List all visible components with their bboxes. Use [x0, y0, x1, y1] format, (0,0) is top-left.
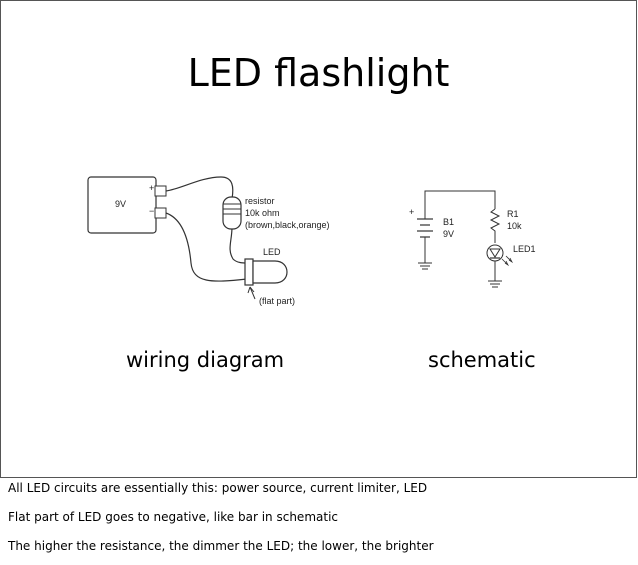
battery-terminal-plus — [154, 185, 167, 197]
resistor-label: resistor — [245, 196, 275, 206]
flat-pointer-arrowhead — [247, 286, 255, 294]
battery-minus-label: − — [149, 206, 154, 216]
led-triangle — [489, 248, 501, 258]
wire-positive — [165, 176, 234, 200]
schematic-diagram: + B1 9V R1 10k LED1 — [409, 190, 536, 288]
wire-top — [424, 190, 496, 219]
resistor-colors: (brown,black,orange) — [245, 220, 330, 230]
battery-terminal-minus — [154, 207, 167, 219]
note-line: Flat part of LED goes to negative, like … — [8, 510, 338, 524]
diagrams: 9V + − resistor 10k ohm (brown,black,ora… — [87, 176, 536, 306]
led-rim — [244, 258, 254, 286]
led-ref: LED1 — [513, 244, 536, 254]
battery-label: 9V — [115, 199, 126, 209]
battery-plus-label: + — [149, 183, 154, 193]
battery-ref: B1 — [443, 217, 454, 227]
wire-negative — [165, 212, 248, 282]
battery-body — [87, 176, 157, 234]
note-line: All LED circuits are essentially this: p… — [8, 481, 428, 495]
flat-pointer — [249, 286, 256, 300]
battery-value: 9V — [443, 229, 454, 239]
resistor-ref: R1 — [507, 209, 519, 219]
wire-resistor-led — [229, 226, 248, 264]
wiring-diagram: 9V + − resistor 10k ohm (brown,black,ora… — [87, 176, 330, 306]
led-body — [252, 260, 288, 284]
led-emission-arrows — [501, 255, 514, 267]
resistor-body — [222, 196, 242, 230]
resistor-value: 10k ohm — [245, 208, 280, 218]
resistor-symbol — [489, 208, 501, 243]
caption-schematic: schematic — [428, 348, 536, 372]
resistor-value: 10k — [507, 221, 522, 231]
led-label: LED — [263, 247, 281, 257]
slide-title: LED flashlight — [187, 51, 450, 95]
note-line: The higher the resistance, the dimmer th… — [8, 539, 434, 553]
caption-wiring-diagram: wiring diagram — [126, 348, 285, 372]
slide: LED flashlight 9V + − resistor 10k ohm (… — [0, 0, 637, 478]
flat-label: (flat part) — [259, 296, 295, 306]
battery-plus-sign: + — [409, 207, 414, 217]
